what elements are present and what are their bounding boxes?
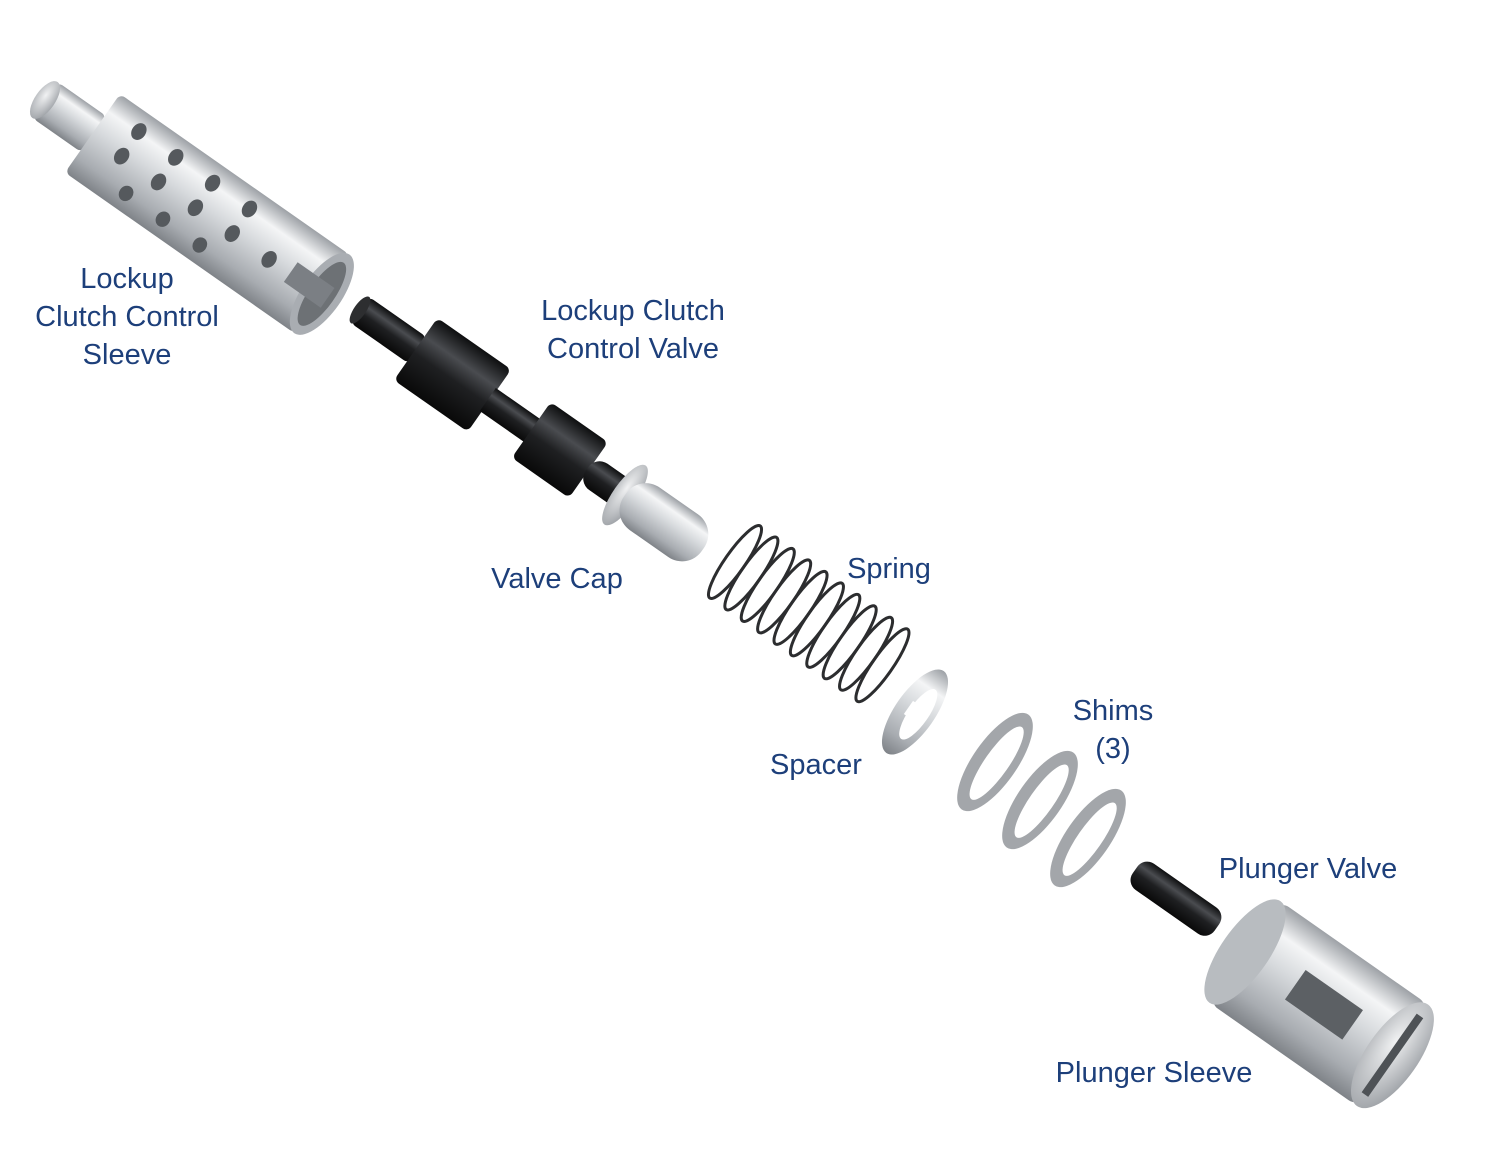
plunger-valve bbox=[1130, 861, 1222, 936]
spring bbox=[706, 524, 911, 704]
shims bbox=[957, 712, 1126, 888]
label-spring: Spring bbox=[847, 553, 931, 585]
label-plunger-valve: Plunger Valve bbox=[1218, 853, 1398, 885]
label-valve-cap: Valve Cap bbox=[491, 563, 623, 595]
plunger-sleeve bbox=[1204, 899, 1434, 1109]
label-shims: Shims (3) bbox=[1072, 695, 1154, 765]
spacer bbox=[881, 669, 949, 755]
label-plunger-sleeve: Plunger Sleeve bbox=[1055, 1057, 1253, 1089]
label-lockup-clutch-control-sleeve: Lockup Clutch Control Sleeve bbox=[35, 263, 219, 371]
valve-cap bbox=[602, 464, 709, 562]
label-lockup-clutch-control-valve: Lockup Clutch Control Valve bbox=[541, 295, 725, 365]
label-spacer: Spacer bbox=[770, 749, 862, 781]
lockup-clutch-control-sleeve bbox=[29, 81, 354, 335]
lockup-clutch-control-valve bbox=[349, 296, 636, 509]
